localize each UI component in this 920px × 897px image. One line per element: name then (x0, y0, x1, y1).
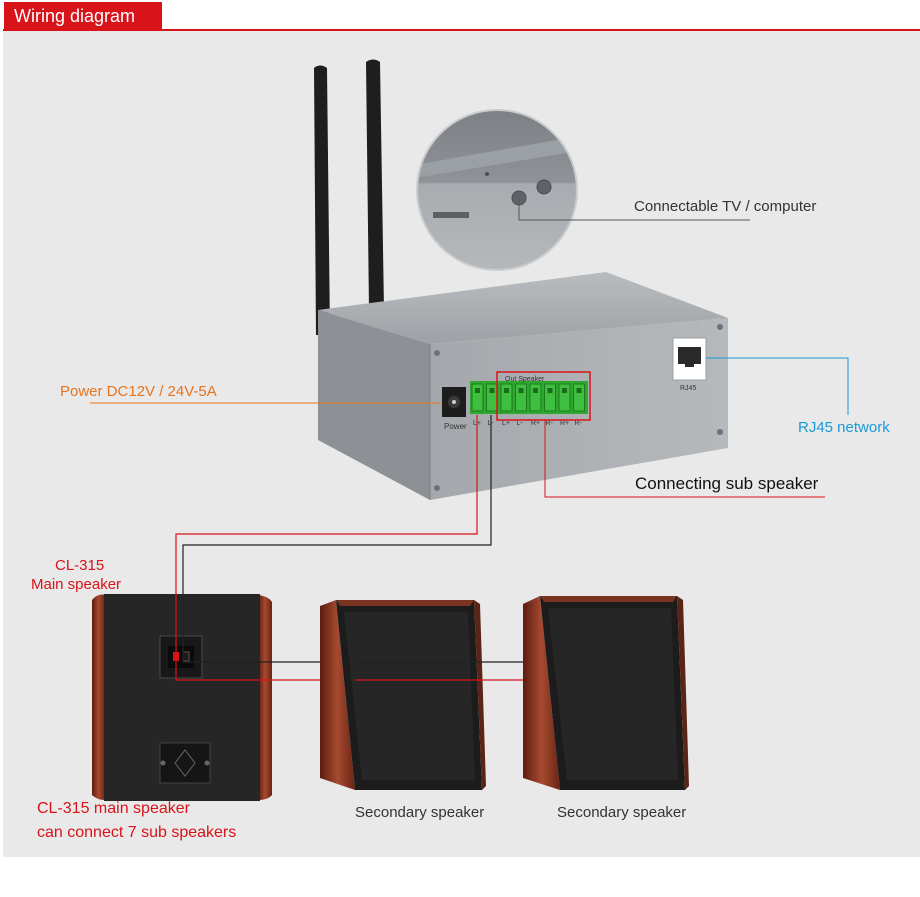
rj45-network-label: RJ45 network (798, 419, 890, 436)
terminal-pin (558, 383, 571, 412)
terminal-screw (504, 388, 509, 393)
terminal-label: R+ (531, 420, 540, 427)
secondary-speaker-2 (523, 596, 689, 790)
main-speaker (92, 594, 272, 801)
zoom-inset (416, 109, 578, 271)
power-port-label: Power (444, 422, 467, 431)
terminal-pin (529, 383, 542, 412)
red-speaker-wire (175, 415, 523, 681)
sub-speaker-label: Connecting sub speaker (635, 474, 819, 493)
terminal-pin (500, 383, 513, 412)
antenna-right (366, 59, 384, 310)
black-speaker-wire (182, 415, 523, 663)
rj45-leader-line (706, 357, 849, 415)
sub-speaker-leader-line (544, 420, 825, 498)
terminal-screw (576, 388, 582, 393)
terminal-screw (533, 388, 538, 393)
tv-leader-line (518, 198, 750, 221)
terminal-label: R- (575, 420, 583, 427)
terminal-pins (471, 383, 585, 412)
title-underline (3, 29, 920, 31)
terminal-screw (518, 388, 524, 393)
out-speaker-label: Out Speaker (505, 376, 545, 383)
terminal-pin (515, 383, 527, 412)
power-label: Power DC12V / 24V-5A (60, 383, 217, 400)
sub-speaker-port-highlight (496, 371, 591, 421)
terminal-pin (573, 383, 585, 412)
diagram-title: Wiring diagram (4, 2, 162, 30)
terminal-label: R- (546, 420, 554, 427)
main-speaker-note-line2: can connect 7 sub speakers (37, 824, 237, 841)
secondary-speaker-label-2: Secondary speaker (557, 804, 687, 821)
terminal-screw (562, 388, 567, 393)
terminal-screw (475, 388, 480, 393)
terminal-screw (547, 388, 553, 393)
terminal-label: L+ (502, 420, 510, 427)
terminal-label: R+ (560, 420, 569, 427)
main-speaker-model: CL-315 (55, 557, 105, 574)
secondary-speaker-label-1: Secondary speaker (355, 804, 485, 821)
terminal-screw (489, 388, 495, 393)
antenna-left (314, 65, 330, 335)
power-jack: Power (442, 387, 467, 431)
terminal-label: L- (517, 420, 524, 427)
rj45-port-label: RJ45 (680, 385, 696, 392)
terminal-pin (471, 383, 484, 412)
main-speaker-name: Main speaker (31, 576, 122, 593)
rj45-port: RJ45 (672, 337, 707, 392)
main-speaker-note-line1: CL-315 main speaker (37, 800, 190, 817)
tv-computer-label: Connectable TV / computer (634, 198, 817, 215)
secondary-speaker-1 (320, 600, 486, 790)
terminal-pin (544, 383, 556, 412)
